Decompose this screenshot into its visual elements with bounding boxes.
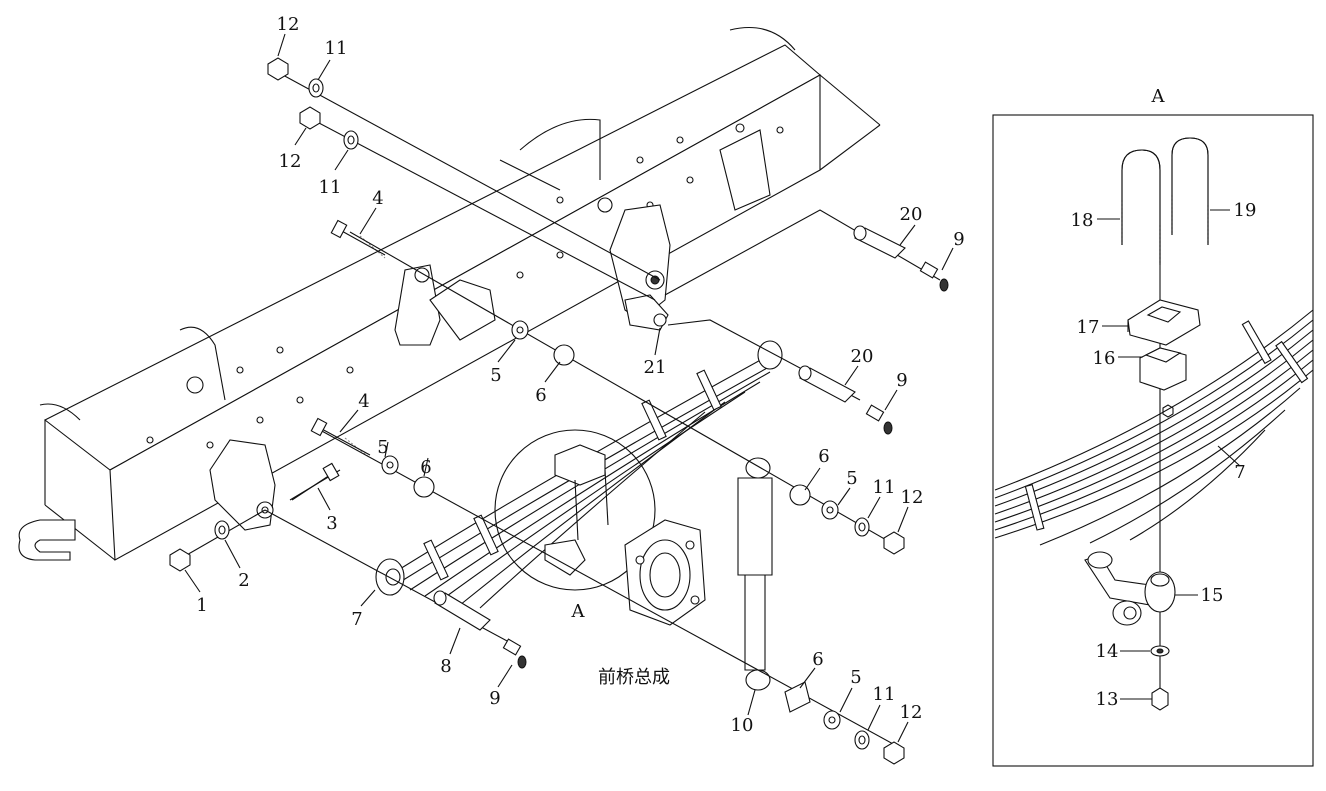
callout-11: 11 xyxy=(873,684,896,705)
callout-4: 4 xyxy=(358,391,369,412)
detail-inset: A xyxy=(992,86,1314,767)
inset-callout-14: 14 xyxy=(1096,641,1119,662)
nut-12-c xyxy=(883,531,905,555)
spacer-16 xyxy=(1139,347,1187,391)
callout-12: 12 xyxy=(900,702,923,723)
callout-4: 4 xyxy=(372,188,383,209)
callout-11: 11 xyxy=(325,38,348,59)
detail-circle-a xyxy=(494,429,656,591)
callout-5: 5 xyxy=(377,437,388,458)
callout-20: 20 xyxy=(900,204,923,225)
nut-13 xyxy=(1151,687,1169,711)
bolt-4-upper xyxy=(330,219,386,259)
nut-12-a xyxy=(267,57,289,81)
callout-leaders xyxy=(184,33,954,743)
front-axle-assembly-label: 前桥总成 xyxy=(598,667,670,688)
callout-9: 9 xyxy=(953,229,964,250)
callout-3: 3 xyxy=(326,513,337,534)
nut-1 xyxy=(169,548,191,572)
callout-11: 11 xyxy=(873,477,896,498)
u-bolt-19 xyxy=(1171,137,1209,245)
tow-hook xyxy=(18,519,76,561)
grease-fitting-9-b xyxy=(865,404,893,435)
hardware xyxy=(169,57,949,765)
inset-callout-17: 17 xyxy=(1077,317,1100,338)
callout-10: 10 xyxy=(731,715,754,736)
inset-frame xyxy=(992,114,1314,767)
callout-5: 5 xyxy=(850,667,861,688)
inset-callout-19: 19 xyxy=(1234,200,1257,221)
callout-21: 21 xyxy=(644,357,667,378)
callout-6: 6 xyxy=(535,385,546,406)
u-bolt-seat-17 xyxy=(1127,299,1201,346)
callout-1: 1 xyxy=(196,595,207,616)
inset-callout-18: 18 xyxy=(1071,210,1094,231)
callout-12: 12 xyxy=(279,151,302,172)
callout-2: 2 xyxy=(238,570,249,591)
inset-callout-7: 7 xyxy=(1234,462,1245,483)
callout-5: 5 xyxy=(846,468,857,489)
axle-seat-15 xyxy=(1084,551,1176,626)
grease-fitting-9-c xyxy=(502,638,527,669)
inset-callout-13: 13 xyxy=(1096,689,1119,710)
inset-title: A xyxy=(1151,86,1166,107)
bolt-3 xyxy=(291,462,340,501)
callout-9: 9 xyxy=(896,370,907,391)
callout-6: 6 xyxy=(818,446,829,467)
bolt-4-lower xyxy=(310,417,371,459)
nut-12-d xyxy=(883,741,905,765)
callouts: 12 11 12 11 4 4 3 2 1 5 6 5 6 21 7 8 9 1… xyxy=(196,14,964,736)
callout-7: 7 xyxy=(351,609,362,630)
inset-leaf-spring xyxy=(994,309,1314,546)
callout-12: 12 xyxy=(277,14,300,35)
callout-5: 5 xyxy=(490,365,501,386)
callout-9: 9 xyxy=(489,688,500,709)
callout-20: 20 xyxy=(851,346,874,367)
front-axle-hub xyxy=(624,519,706,626)
detail-marker-a: A xyxy=(571,601,586,622)
front-hanger-bracket xyxy=(209,439,276,531)
callout-6: 6 xyxy=(420,457,431,478)
callout-8: 8 xyxy=(440,656,451,677)
rear-shackle-bracket xyxy=(609,129,771,331)
callout-12: 12 xyxy=(901,487,924,508)
u-bolt-18 xyxy=(1121,149,1161,265)
nut-12-b xyxy=(299,106,321,130)
shock-absorber xyxy=(737,457,773,691)
grease-fitting-9-a xyxy=(919,261,949,292)
callout-6: 6 xyxy=(812,649,823,670)
spring-hanger-bracket xyxy=(394,264,496,346)
inset-callout-16: 16 xyxy=(1093,348,1116,369)
inset-callout-15: 15 xyxy=(1201,585,1224,606)
callout-11: 11 xyxy=(319,177,342,198)
rear-spring-eye xyxy=(757,340,783,370)
